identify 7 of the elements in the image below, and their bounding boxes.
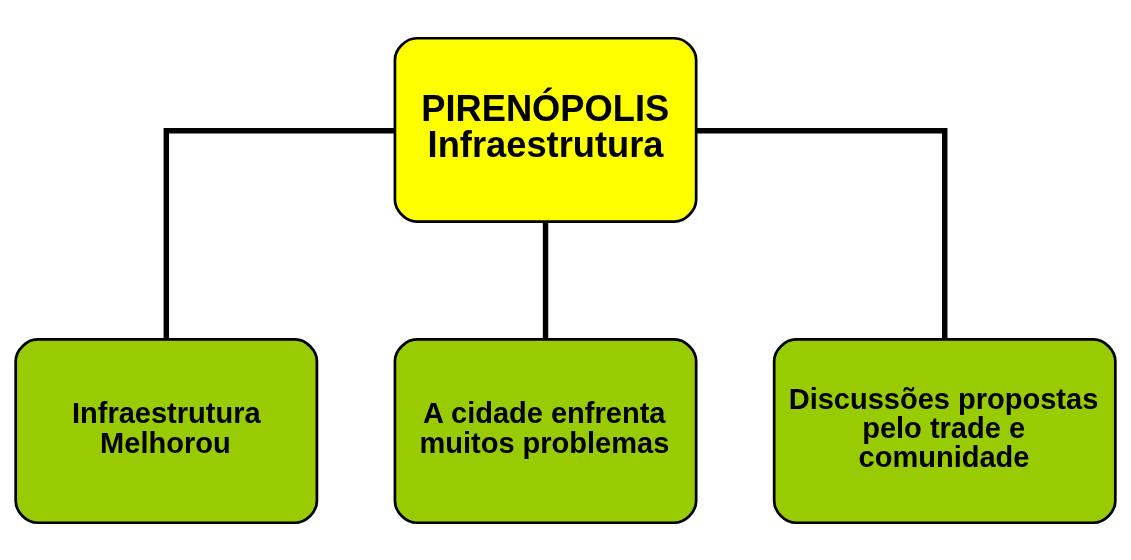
node-box: Discussões propostas pelo trade e comunidade (772, 337, 1117, 524)
connector (163, 127, 395, 339)
node-box: A cidade enfrenta muitos problemas (393, 337, 698, 524)
node-box: Infraestrutura Melhorou (14, 337, 319, 524)
connector (542, 221, 549, 339)
node-box: PIRENÓPOLIS Infraestrutura (393, 36, 698, 223)
connector (696, 127, 948, 339)
